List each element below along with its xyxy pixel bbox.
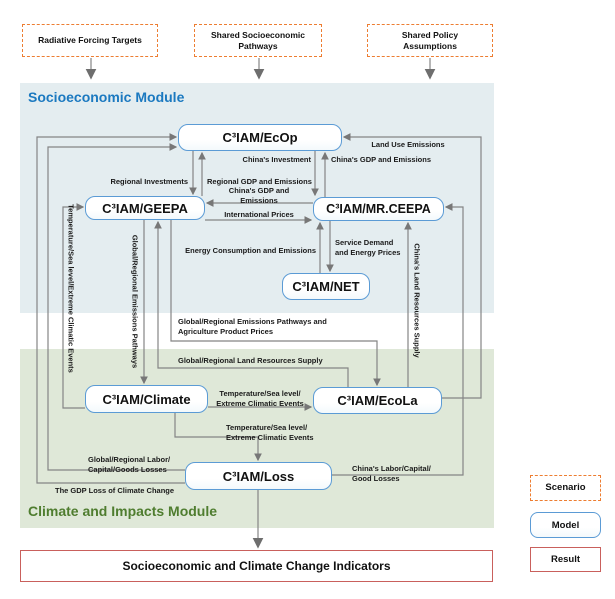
scenario-box-shared-socioeconomic-pathways: Shared Socioeconomic Pathways (194, 24, 322, 57)
flow-label-emissions-pathways-ag-prices: Global/Regional Emissions Pathways and A… (178, 317, 327, 336)
legend-scenario: Scenario (530, 475, 601, 501)
flow-label-chinas-investment: China's Investment (242, 155, 311, 164)
climate-impacts-module-region (20, 349, 494, 528)
model-box-ecop: C³IAM/EcOp (178, 124, 342, 151)
flow-label-chinas-gdp-and-emissions-mid: China's GDP and Emissions (228, 186, 290, 205)
result-box-indicators: Socioeconomic and Climate Change Indicat… (20, 550, 493, 582)
flow-label-chinas-gdp-and-emissions: China's GDP and Emissions (331, 155, 432, 164)
scenario-box-radiative-forcing-targets: Radiative Forcing Targets (22, 24, 158, 57)
flow-label-land-resources-supply: Global/Regional Land Resources Supply (178, 356, 323, 365)
legend-model: Model (530, 512, 601, 538)
model-box-loss: C³IAM/Loss (185, 462, 332, 490)
flow-label-chinas-land-resources-supply-vertical: China's Land Resources Supply (412, 243, 422, 358)
model-box-ecola: C³IAM/EcoLa (313, 387, 442, 414)
flow-label-chinas-labor-losses: China's Labor/Capital/ Good Losses (352, 464, 431, 483)
flow-label-regional-investments: Regional Investments (110, 177, 188, 186)
model-box-mrceepa: C³IAM/MR.CEEPA (313, 197, 444, 221)
scenario-box-shared-policy-assumptions: Shared Policy Assumptions (367, 24, 493, 57)
flow-label-international-prices: International Prices (224, 210, 294, 219)
flow-label-global-emissions-pathways-vertical: Global/Regional Emissions Pathways (130, 234, 140, 369)
legend-result: Result (530, 547, 601, 572)
flow-label-temperature-extreme-vertical: Temperature/Sea level/Extreme Climatic E… (66, 204, 76, 373)
flow-label-regional-gdp-and-emissions: Regional GDP and Emissions (207, 177, 312, 186)
flow-label-gdp-loss: The GDP Loss of Climate Change (55, 486, 175, 495)
socioeconomic-module-title: Socioeconomic Module (28, 89, 185, 105)
flow-label-service-demand-and-energy-prices: Service Demand and Energy Prices (335, 238, 401, 257)
model-box-climate: C³IAM/Climate (85, 385, 208, 413)
flow-label-energy-consumption-and-emissions: Energy Consumption and Emissions (185, 246, 316, 255)
flow-label-temp-extreme-to-ecola: Temperature/Sea level/ Extreme Climatic … (216, 389, 304, 408)
flow-label-global-labor-losses: Global/Regional Labor/ Capital/Goods Los… (88, 455, 171, 474)
model-box-net: C³IAM/NET (282, 273, 370, 300)
climate-impacts-module-title: Climate and Impacts Module (28, 503, 218, 519)
flow-label-land-use-emissions: Land Use Emissions (371, 140, 445, 149)
model-box-geepa: C³IAM/GEEPA (85, 196, 205, 220)
flow-label-temp-extreme-to-loss: Temperature/Sea level/ Extreme Climatic … (226, 423, 314, 442)
